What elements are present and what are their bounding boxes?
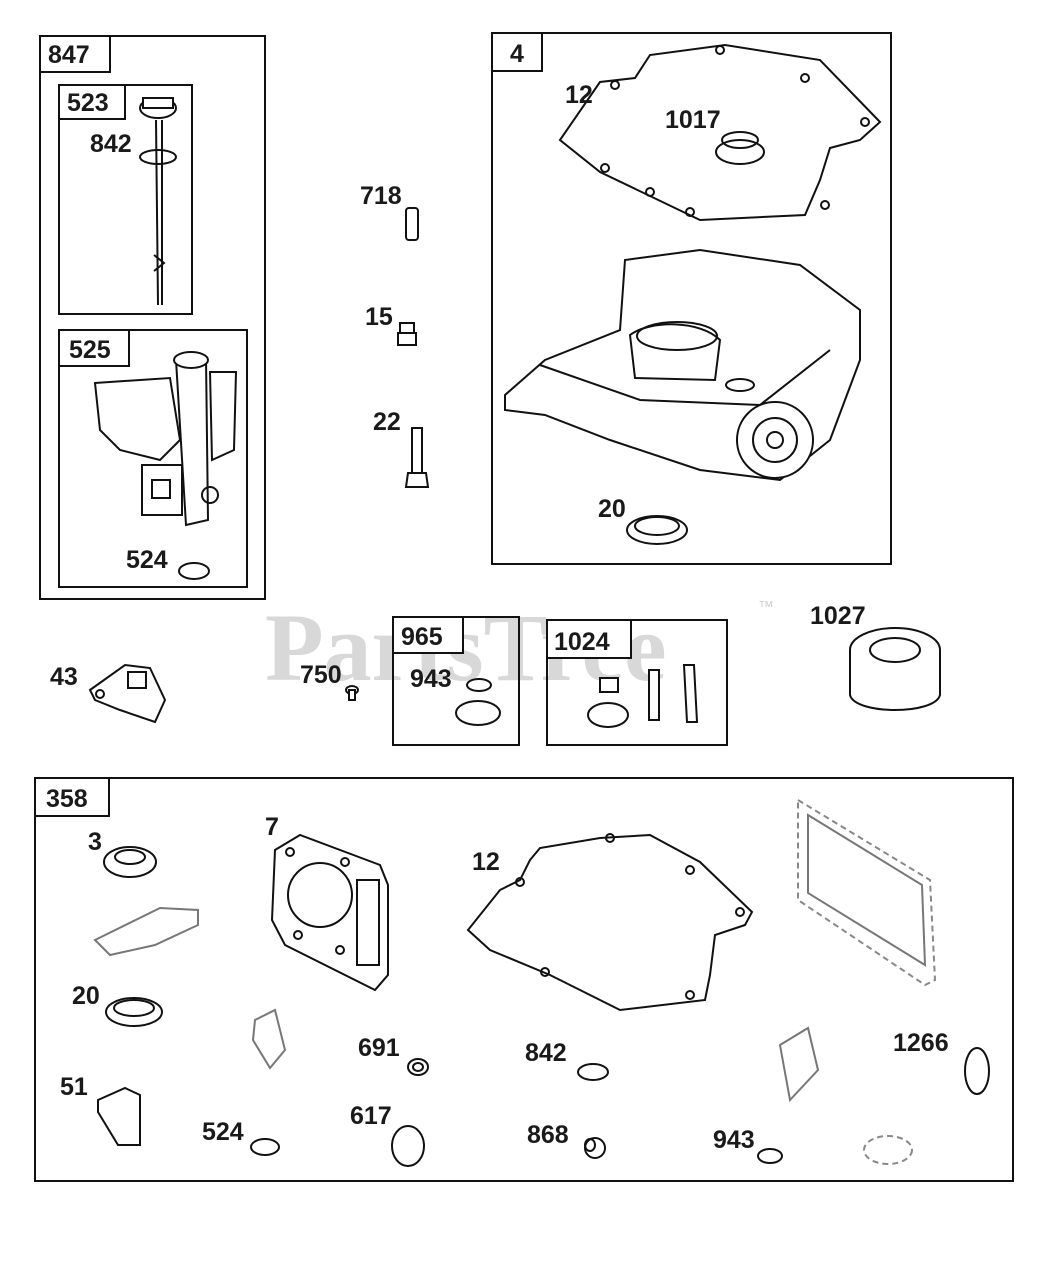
callout-51: 51 xyxy=(60,1073,88,1101)
o-ring-943-kit-part[interactable] xyxy=(757,1148,783,1164)
carb-gasket-part[interactable] xyxy=(251,1008,287,1070)
kit-847-label: 847 xyxy=(48,41,90,69)
kit-525-label: 525 xyxy=(69,336,111,364)
callout-1266: 1266 xyxy=(893,1029,949,1057)
watermark-trademark: ™ xyxy=(758,599,774,616)
kit-358-label: 358 xyxy=(46,785,88,813)
callout-12-sump-gasket: 12 xyxy=(565,81,593,109)
sump-gasket-part[interactable] xyxy=(558,43,882,222)
callout-20-kit: 20 xyxy=(72,982,100,1010)
bracket-43-part[interactable] xyxy=(88,663,167,724)
kit-4-box[interactable]: 4 xyxy=(491,32,892,565)
callout-750: 750 xyxy=(300,661,342,689)
callout-691: 691 xyxy=(358,1034,400,1062)
callout-842-dipstick: 842 xyxy=(90,130,132,158)
sump-body-part[interactable] xyxy=(504,248,861,482)
callout-617: 617 xyxy=(350,1102,392,1130)
callout-842-kit: 842 xyxy=(525,1039,567,1067)
oil-filter-part[interactable] xyxy=(849,627,941,711)
o-ring-524-part[interactable] xyxy=(178,562,210,580)
o-ring-842-kit-part[interactable] xyxy=(577,1063,609,1081)
callout-524-tube: 524 xyxy=(126,546,168,574)
seal-691-part[interactable] xyxy=(407,1058,429,1076)
callout-22: 22 xyxy=(373,408,401,436)
o-ring-617-part[interactable] xyxy=(391,1125,425,1167)
dipstick-tube-part[interactable] xyxy=(93,351,238,527)
callout-868: 868 xyxy=(527,1121,569,1149)
callout-15: 15 xyxy=(365,303,393,331)
kit-965-label: 965 xyxy=(401,623,443,651)
callout-43: 43 xyxy=(50,663,78,691)
o-ring-943-part[interactable] xyxy=(466,678,492,692)
oil-pump-part[interactable] xyxy=(587,664,699,728)
kit-1024-box[interactable]: 1024 xyxy=(546,619,728,746)
plug-15-part[interactable] xyxy=(397,322,417,346)
dowel-718-part[interactable] xyxy=(405,207,419,241)
cover-plate-part[interactable] xyxy=(455,700,501,726)
sump-gasket-12-kit-part[interactable] xyxy=(466,833,754,1012)
exhaust-gasket-part[interactable] xyxy=(778,1026,820,1103)
callout-943-kit2: 943 xyxy=(713,1126,755,1154)
valve-cover-gasket-part[interactable] xyxy=(797,798,937,987)
kit-1024-label: 1024 xyxy=(554,628,610,656)
callout-3: 3 xyxy=(88,828,102,856)
intake-gasket-part[interactable] xyxy=(93,906,199,957)
seal-20-sump-part[interactable] xyxy=(626,515,688,545)
o-ring-1266-part[interactable] xyxy=(964,1047,990,1095)
kit-525-box[interactable]: 525 xyxy=(58,329,248,588)
dipstick-part[interactable] xyxy=(139,97,177,306)
seal-20-kit-part[interactable] xyxy=(105,997,163,1027)
kit-358-box[interactable]: 358 xyxy=(34,777,1014,1182)
kit-4-label: 4 xyxy=(510,40,524,68)
bushing-868-part[interactable] xyxy=(584,1137,606,1159)
o-ring-524-kit-part[interactable] xyxy=(250,1138,280,1156)
kit-965-box[interactable]: 965 xyxy=(392,616,520,746)
callout-12-kit: 12 xyxy=(472,848,500,876)
callout-524-kit: 524 xyxy=(202,1118,244,1146)
kit-847-box[interactable]: 847 xyxy=(39,35,266,600)
callout-1027: 1027 xyxy=(810,602,866,630)
kit-523-label: 523 xyxy=(67,89,109,117)
kit-523-box[interactable]: 523 xyxy=(58,84,193,315)
callout-943-kit: 943 xyxy=(410,665,452,693)
callout-718: 718 xyxy=(360,182,402,210)
gasket-ring-part[interactable] xyxy=(863,1135,913,1165)
seal-3-part[interactable] xyxy=(103,846,157,878)
callout-20-sump: 20 xyxy=(598,495,626,523)
bolt-22-part[interactable] xyxy=(404,427,430,488)
callout-1017: 1017 xyxy=(665,106,721,134)
seal-1017-part[interactable] xyxy=(715,131,765,165)
gasket-51-part[interactable] xyxy=(97,1086,141,1146)
o-ring-842-part[interactable] xyxy=(139,149,177,165)
callout-7: 7 xyxy=(265,813,279,841)
screw-750-part[interactable] xyxy=(345,685,359,701)
head-gasket-7-part[interactable] xyxy=(270,833,389,992)
